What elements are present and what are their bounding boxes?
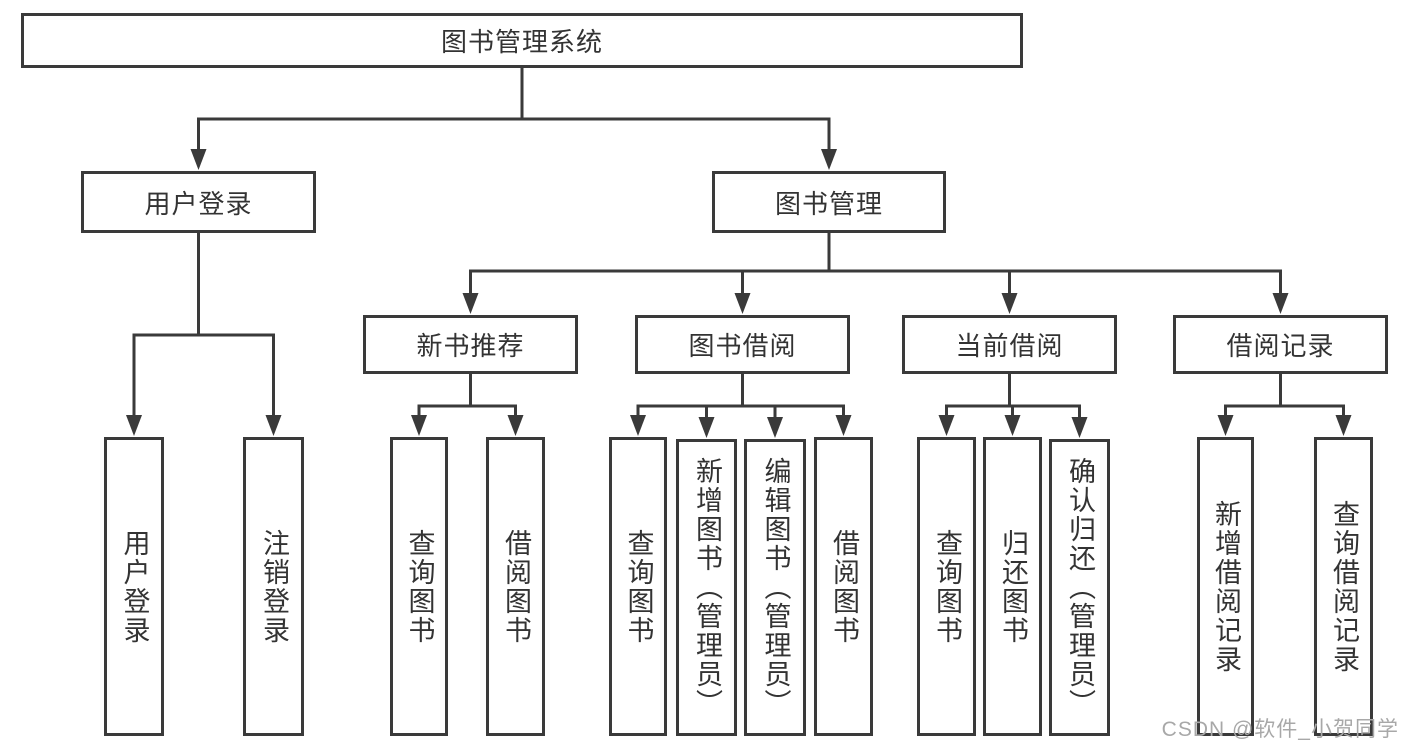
node-current-borrowing: 当前借阅	[902, 315, 1117, 374]
node-query-borrow-record: 查询借阅记录	[1314, 437, 1373, 736]
node-logout-login-leaf-label: 注销登录	[259, 528, 289, 645]
node-book-borrowing: 图书借阅	[635, 315, 850, 374]
node-add-borrow-record-label: 新增借阅记录	[1211, 499, 1241, 674]
node-query-borrow-record-label: 查询借阅记录	[1329, 499, 1359, 674]
node-confirm-return-admin: 确认归还（管理员）	[1049, 439, 1110, 736]
node-borrowing-records: 借阅记录	[1173, 315, 1388, 374]
node-library-system-label: 图书管理系统	[440, 27, 603, 57]
node-user-login: 用户登录	[81, 171, 316, 233]
node-new-book-recommendation-label: 新书推荐	[416, 331, 525, 361]
node-user-login-leaf-label: 用户登录	[119, 528, 150, 645]
node-borrow-books-rec: 借阅图书	[486, 437, 545, 736]
node-borrow-books-leaf-label: 借阅图书	[829, 528, 859, 645]
node-current-borrowing-label: 当前借阅	[955, 331, 1064, 361]
node-return-books: 归还图书	[983, 437, 1042, 736]
node-borrow-books-rec-label: 借阅图书	[501, 528, 531, 645]
node-library-system: 图书管理系统	[21, 13, 1023, 68]
node-query-books-current-label: 查询图书	[932, 528, 962, 645]
node-query-books-borrow-label: 查询图书	[623, 528, 654, 645]
node-borrowing-records-label: 借阅记录	[1226, 331, 1335, 361]
node-book-management: 图书管理	[712, 171, 946, 233]
node-book-borrowing-label: 图书借阅	[688, 331, 797, 361]
node-return-books-label: 归还图书	[998, 528, 1028, 645]
node-query-books-current: 查询图书	[917, 437, 976, 736]
node-borrow-books-leaf: 借阅图书	[814, 437, 873, 736]
watermark: CSDN @软件_小贺同学	[1161, 718, 1399, 741]
node-add-books-admin: 新增图书（管理员）	[676, 439, 737, 736]
node-logout-login-leaf: 注销登录	[243, 437, 304, 736]
node-query-books-rec-label: 查询图书	[404, 528, 435, 645]
node-query-books-borrow: 查询图书	[609, 437, 667, 736]
node-add-borrow-record: 新增借阅记录	[1197, 437, 1254, 736]
node-user-login-label: 用户登录	[144, 188, 253, 219]
node-book-management-label: 图书管理	[774, 188, 883, 219]
node-new-book-recommendation: 新书推荐	[363, 315, 578, 374]
node-add-books-admin-label: 新增图书（管理员）	[692, 457, 722, 718]
node-edit-books-admin-label: 编辑图书（管理员）	[760, 457, 791, 718]
node-edit-books-admin: 编辑图书（管理员）	[744, 439, 806, 736]
node-user-login-leaf: 用户登录	[104, 437, 164, 736]
node-confirm-return-admin-label: 确认归还（管理员）	[1065, 457, 1095, 718]
node-query-books-rec: 查询图书	[390, 437, 448, 736]
